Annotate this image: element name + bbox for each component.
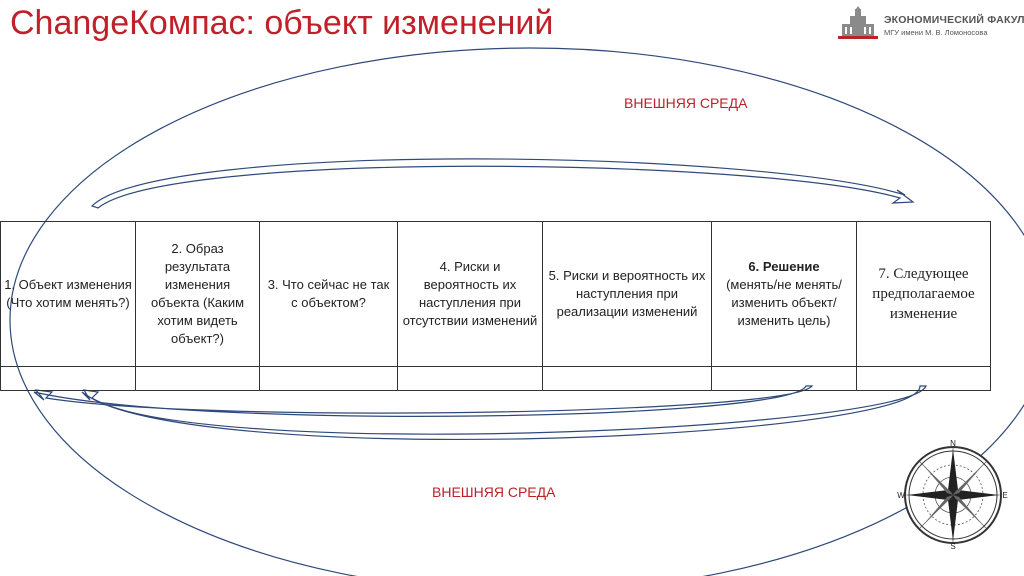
- table-empty-cell: [542, 366, 712, 391]
- page-title: ChangeКомпас: объект изменений: [10, 4, 554, 42]
- step-4-risks-without-change: 4. Риски и вероятность их наступления пр…: [397, 221, 543, 367]
- step-3-current-problem: 3. Что сейчас не так с объектом?: [259, 221, 398, 367]
- compass-rose-icon: N S E W: [897, 439, 1007, 549]
- step-5-risks-with-change: 5. Риски и вероятность их наступления пр…: [542, 221, 712, 367]
- step-7-next-change: 7. Следующее предполагаемое изменение: [856, 221, 991, 367]
- compass-east-label: E: [1002, 491, 1007, 500]
- table-empty-cell: [0, 366, 136, 391]
- table-empty-cell: [856, 366, 991, 391]
- external-environment-label-bottom: ВНЕШНЯЯ СРЕДА: [432, 484, 556, 500]
- feedback-arrow-long: [81, 385, 927, 440]
- university-building-icon: [838, 6, 878, 39]
- table-empty-cell: [397, 366, 543, 391]
- step-6-heading: 6. Решение: [748, 259, 820, 274]
- step-1-object: 1. Объект изменения (Что хотим менять?): [0, 221, 136, 367]
- logo-university-name: МГУ имени М. В. Ломоносова: [884, 28, 988, 37]
- faculty-logo: ЭКОНОМИЧЕСКИЙ ФАКУЛЬТЕТ МГУ имени М. В. …: [836, 6, 1024, 42]
- forward-arrow: [90, 158, 915, 209]
- compass-south-label: S: [950, 542, 955, 549]
- logo-faculty-name: ЭКОНОМИЧЕСКИЙ ФАКУЛЬТЕТ: [884, 14, 1024, 26]
- compass-north-label: N: [950, 439, 956, 448]
- step-6-text: (менять/не менять/изменить объект/измени…: [726, 277, 842, 328]
- change-steps-table: 1. Объект изменения (Что хотим менять?) …: [0, 221, 991, 391]
- step-2-result-image: 2. Образ результата изменения объекта (К…: [135, 221, 260, 367]
- table-empty-cell: [135, 366, 260, 391]
- step-6-decision: 6. Решение (менять/не менять/изменить об…: [711, 221, 857, 367]
- external-environment-label-top: ВНЕШНЯЯ СРЕДА: [624, 95, 748, 111]
- table-empty-cell: [259, 366, 398, 391]
- table-empty-cell: [711, 366, 857, 391]
- compass-west-label: W: [897, 491, 905, 500]
